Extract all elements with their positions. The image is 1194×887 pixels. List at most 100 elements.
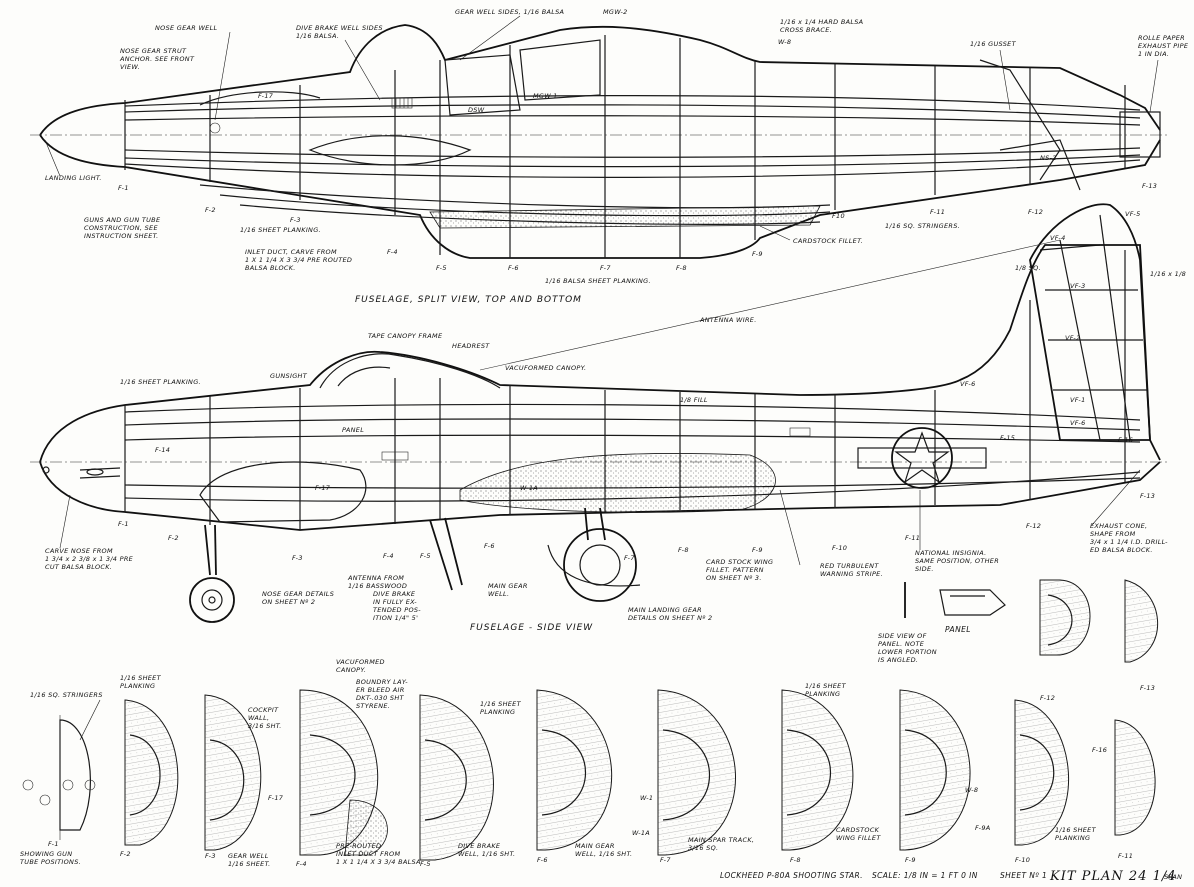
label-spar-1: MAIN SPAR TRACK, (688, 836, 754, 844)
label-w8-former: W-8 (965, 786, 978, 794)
label-vf4-top: VF-4 (1050, 234, 1066, 242)
label-dive-former-1: DIVE BRAKE (458, 842, 501, 850)
label-former-f1: F-1 (48, 840, 59, 848)
title-block: LOCKHEED P-80A SHOOTING STAR. SCALE: 1/8… (720, 869, 1182, 884)
label-dive-brake-well-1: DIVE BRAKE WELL SIDES (296, 24, 383, 32)
label-cockpit-2: WALL, (248, 714, 269, 722)
label-exhaust-cone-4: ED BALSA BLOCK. (1090, 546, 1153, 554)
label-top-f4: F-4 (387, 248, 398, 256)
title-span: SPAN (1164, 873, 1182, 881)
label-insignia-1: NATIONAL INSIGNIA. (915, 549, 987, 557)
label-dive-former-2: WELL, 1/16 SHT. (458, 850, 515, 858)
label-x116: 1/16 x 1/8 (1150, 270, 1186, 278)
label-guns-2: CONSTRUCTION, SEE (84, 224, 158, 232)
label-carve-3: CUT BALSA BLOCK. (45, 563, 112, 571)
label-side-f1: F-1 (118, 520, 129, 528)
label-side-f3: F-3 (292, 554, 303, 562)
label-planking-f8-2: PLANKING (805, 690, 840, 698)
label-insignia-2: SAME POSITION, OTHER (915, 557, 999, 565)
label-sheet-planking-former-1: 1/16 SHEET (480, 700, 522, 708)
title-aircraft: LOCKHEED P-80A SHOOTING STAR. (720, 871, 863, 880)
label-nose-gear-well: NOSE GEAR WELL (155, 24, 218, 32)
label-nose-strut-2: ANCHOR. SEE FRONT (119, 55, 195, 63)
label-side-f2: F-2 (168, 534, 179, 542)
label-former-f4: F-4 (296, 860, 307, 868)
panel-title: PANEL (945, 625, 971, 634)
label-showing-2: TUBE POSITIONS. (20, 858, 81, 866)
label-f17-top: F-17 (258, 92, 274, 100)
label-cardstock-side-1: CARD STOCK WING (706, 558, 773, 566)
label-gear-well-former-2: 1/16 SHEET. (228, 860, 270, 868)
label-vf1: VF-1 (1070, 396, 1086, 404)
label-sheet-planking-former-2: PLANKING (480, 708, 515, 716)
label-main-landing-2: DETAILS ON SHEET Nº 2 (628, 614, 712, 622)
label-vf2: VF-2 (1065, 334, 1081, 342)
label-cardstock-side-3: ON SHEET Nº 3. (706, 574, 762, 582)
label-w1a-side: W-1A (520, 484, 538, 492)
label-gunsight: GUNSIGHT (270, 372, 308, 380)
label-sheet-planking-side: 1/16 SHEET PLANKING. (120, 378, 201, 386)
label-antenna-from-2: 1/16 BASSWOOD (348, 582, 407, 590)
label-mgw2: MGW-2 (603, 8, 628, 16)
label-dive-brake-side-4: ITION 1/4" 5' (373, 614, 418, 622)
label-boundary-2: ER BLEED AIR (356, 686, 405, 694)
label-top-f6: F-6 (508, 264, 519, 272)
label-stringers-top: 1/16 SQ. STRINGERS. (885, 222, 960, 230)
formers-row: 1/16 SQ. STRINGERS 1/16 SHEET PLANKING C… (20, 658, 1156, 868)
label-side-f9: F-9 (752, 546, 763, 554)
label-cockpit-3: 3/16 SHT. (248, 722, 282, 730)
label-cardstock-side-2: FILLET. PATTERN (706, 566, 764, 574)
label-preroute-1: PRE-ROUTED (336, 842, 381, 850)
label-top-f1: F-1 (118, 184, 129, 192)
label-vacuformed-canopy: VACUFORMED CANOPY. (505, 364, 586, 372)
label-exhaust-cone-2: SHAPE FROM (1090, 530, 1136, 538)
label-vf3: VF-3 (1070, 282, 1086, 290)
label-boundary-1: BOUNDRY LAY- (356, 678, 408, 686)
label-turbulent-2: WARNING STRIPE. (820, 570, 883, 578)
label-boundary-4: STYRENE. (356, 702, 390, 710)
side-view: ANTENNA WIRE. TAPE CANOPY FRAME HEADREST… (30, 239, 1170, 633)
label-landing-light: LANDING LIGHT. (45, 174, 102, 182)
panel-note-1: SIDE VIEW OF (878, 632, 927, 640)
panel-note-2: PANEL. NOTE (878, 640, 925, 648)
label-w8-top: W-8 (778, 38, 791, 46)
label-vf5: VF-5 (1125, 210, 1141, 218)
title-sheet: SHEET Nº 1 (1000, 871, 1047, 880)
label-planking-f10-2: PLANKING (1055, 834, 1090, 842)
label-side-f12: F-12 (1026, 522, 1041, 530)
label-sq18: 1/8 SQ. (1015, 264, 1041, 272)
label-fill: 1/8 FILL (680, 396, 708, 404)
label-dive-brake-well-2: 1/16 BALSA. (296, 32, 339, 40)
label-cockpit-1: COCKPIT (248, 706, 279, 714)
label-planking-f10-1: 1/16 SHEET (1055, 826, 1097, 834)
label-nose-detail-2: ON SHEET Nº 2 (262, 598, 315, 606)
label-nose-strut-3: VIEW. (120, 63, 140, 71)
label-stringers-former: 1/16 SQ. STRINGERS (30, 691, 103, 699)
label-side-f10: F-10 (832, 544, 847, 552)
label-sheet-planking-top: 1/16 SHEET PLANKING. (240, 226, 321, 234)
label-main-landing-1: MAIN LANDING GEAR (628, 606, 702, 614)
vertical-fin: 1/8 SQ. 1/16 x 1/8 VF-3 VF-2 VF-1 (1015, 203, 1186, 441)
label-f9a: F-9A (975, 824, 991, 832)
label-turbulent-1: RED TURBULENT (820, 562, 879, 570)
label-side-f6: F-6 (484, 542, 495, 550)
label-main-gear-former-1: MAIN GEAR (575, 842, 615, 850)
label-top-f5: F-5 (436, 264, 447, 272)
label-inlet-1: INLET DUCT, CARVE FROM (245, 248, 337, 256)
label-planking-f8-1: 1/16 SHEET (805, 682, 847, 690)
label-fillet-former-1: CARDSTOCK (836, 826, 880, 834)
label-exhaust-pipe-3: 1 IN DIA. (1138, 50, 1169, 58)
label-side-f5: F-5 (420, 552, 431, 560)
label-top-f9: F-9 (752, 250, 763, 258)
label-vacuformed-former-1: VACUFORMED (336, 658, 385, 666)
label-dive-brake-side-2: IN FULLY EX- (373, 598, 417, 606)
label-side-f8: F-8 (678, 546, 689, 554)
label-w1: W-1 (640, 794, 653, 802)
label-exhaust-cone-3: 3/4 x 1 1/4 I.D. DRILL- (1090, 538, 1168, 546)
label-vf6-left: VF-6 (960, 380, 976, 388)
label-former-f5: F-5 (420, 860, 431, 868)
label-preroute-2: INLET DUCT FROM (336, 850, 400, 858)
title-kit-plan: KIT PLAN 24 1/4 (1049, 869, 1177, 884)
label-side-f11: F-11 (905, 534, 920, 542)
label-side-f4: F-4 (383, 552, 394, 560)
